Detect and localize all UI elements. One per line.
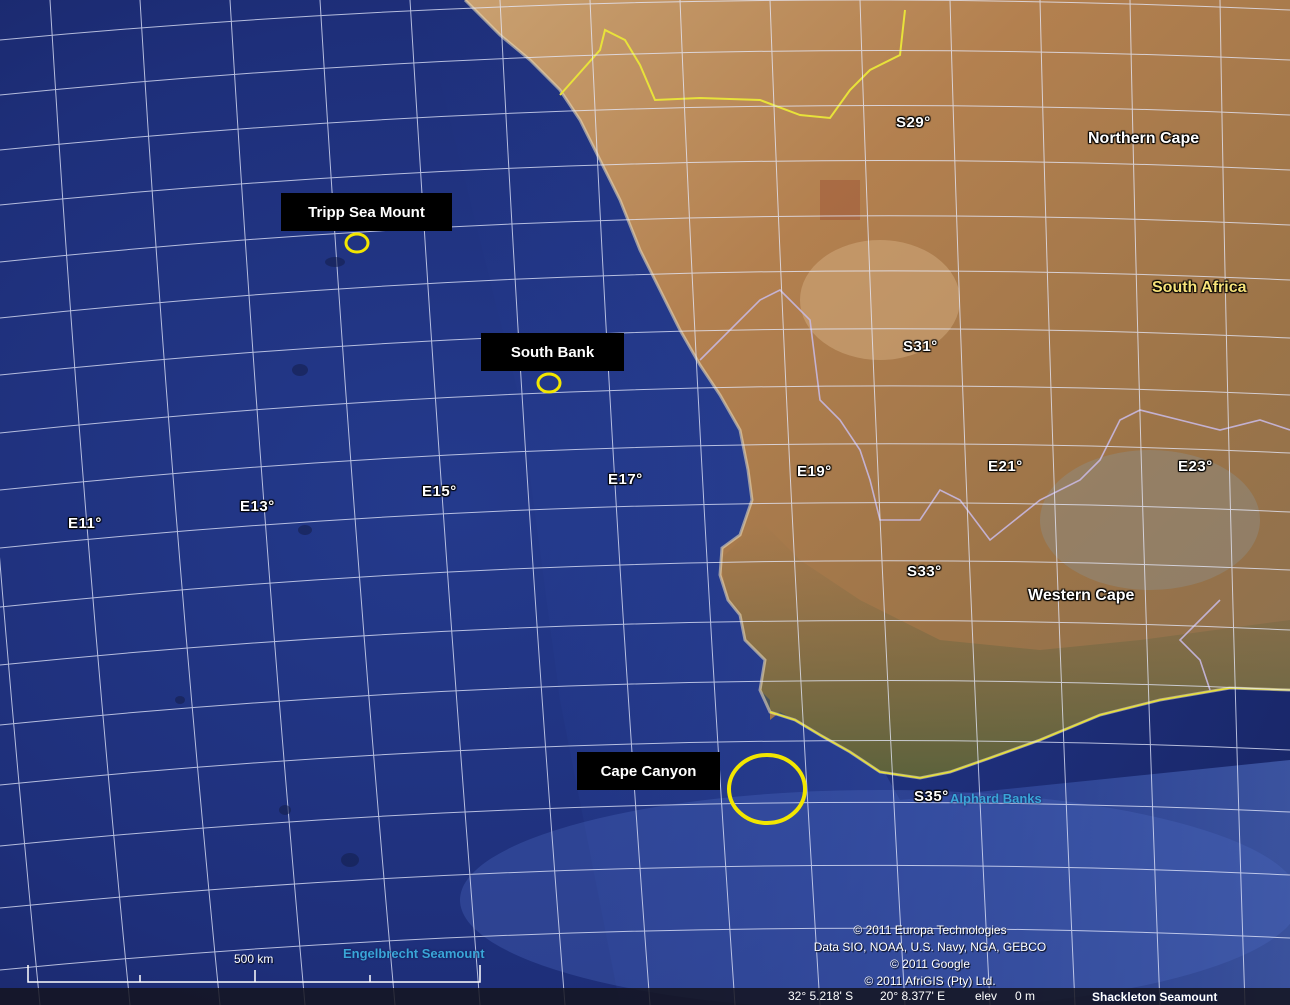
longitude-label-e23: E23°	[1178, 458, 1213, 475]
region-label-south-africa: South Africa	[1152, 279, 1247, 296]
status-latitude: 32° 5.218' S	[788, 989, 854, 1003]
south-bank-marker-icon[interactable]	[536, 372, 562, 394]
feature-label-shackleton: Shackleton Seamount	[1092, 990, 1218, 1004]
longitude-label-e19: E19°	[797, 463, 832, 480]
region-label-western-cape: Western Cape	[1028, 587, 1135, 604]
scale-bar-label: 500 km	[234, 952, 274, 966]
latitude-label-s33: S33°	[907, 563, 942, 580]
seafloor-features	[175, 257, 359, 867]
karoo-area	[1040, 450, 1260, 590]
tripp-marker-icon[interactable]	[344, 232, 370, 254]
pan-area	[800, 240, 960, 360]
feature-label-alphard-banks: Alphard Banks	[950, 791, 1042, 806]
callout-south-bank[interactable]: South Bank	[481, 333, 624, 371]
copyright-line: © 2011 Europa Technologies	[853, 923, 1007, 937]
southern-vegetation	[720, 520, 1290, 778]
status-elevation-label: elev	[975, 989, 998, 1003]
provincial-border	[699, 289, 1290, 542]
cape-canyon-marker-icon[interactable]	[727, 753, 807, 825]
copyright-line: © 2011 Google	[889, 957, 970, 971]
latitude-label-s31: S31°	[903, 338, 938, 355]
provincial-border-east	[1178, 599, 1221, 691]
copyright-line: © 2011 AfriGIS (Pty) Ltd.	[864, 974, 996, 988]
longitude-label-e13: E13°	[240, 498, 275, 515]
land-mass	[465, 0, 1290, 778]
coast-border	[769, 687, 1290, 779]
longitude-label-e17: E17°	[608, 471, 643, 488]
latitude-label-s29: S29°	[896, 114, 931, 131]
status-longitude: 20° 8.377' E	[880, 989, 946, 1003]
feature-label-engelbrecht: Engelbrecht Seamount	[343, 946, 485, 961]
land-patch	[820, 180, 860, 220]
copyright-block: © 2011 Europa Technologies Data SIO, NOA…	[790, 922, 1070, 990]
callout-cape-canyon[interactable]: Cape Canyon	[577, 752, 720, 790]
region-label-northern-cape: Northern Cape	[1088, 130, 1200, 147]
callout-tripp-sea-mount[interactable]: Tripp Sea Mount	[281, 193, 452, 231]
scale-bar	[27, 965, 481, 983]
agulhas-bank	[460, 790, 1290, 1005]
longitude-label-e15: E15°	[422, 483, 457, 500]
longitude-label-e21: E21°	[988, 458, 1023, 475]
national-border	[559, 9, 906, 120]
status-elevation-value: 0 m	[1015, 989, 1036, 1003]
status-bar	[0, 988, 1290, 1005]
copyright-line: Data SIO, NOAA, U.S. Navy, NGA, GEBCO	[813, 940, 1047, 954]
latitude-label-s35: S35°	[914, 788, 949, 805]
longitude-label-e11: E11°	[68, 515, 102, 532]
